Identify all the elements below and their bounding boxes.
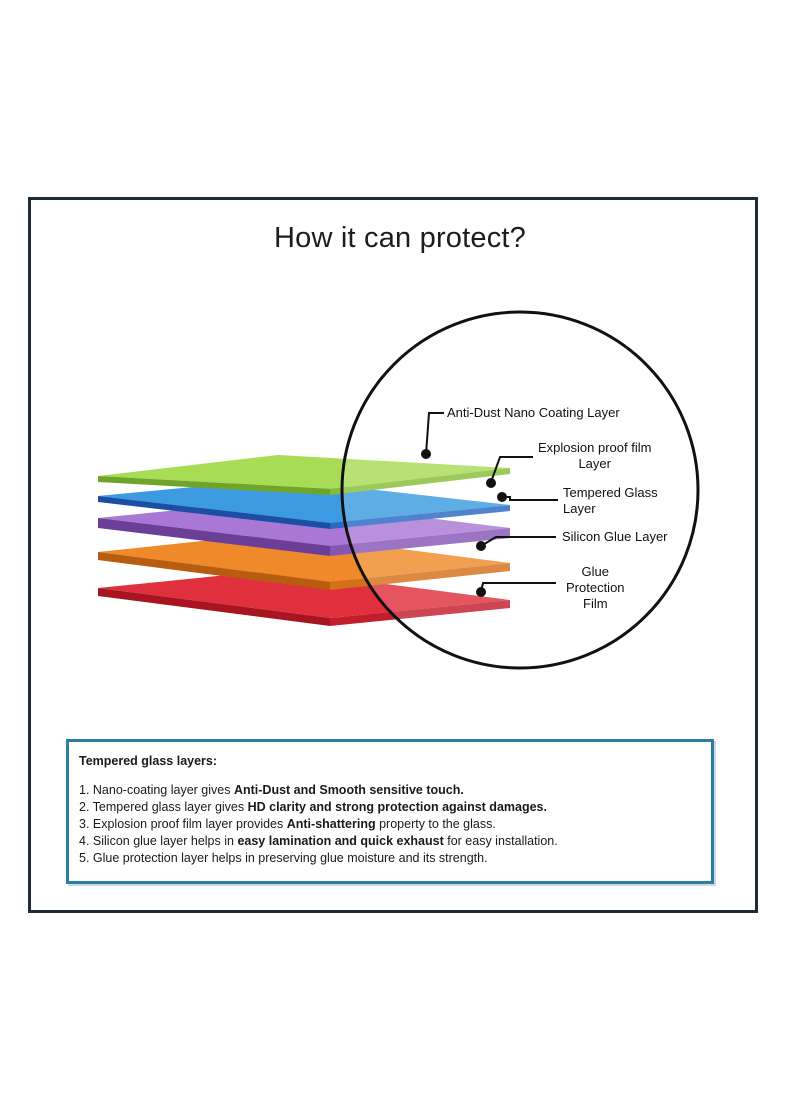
list-item: 3. Explosion proof film layer provides A… — [79, 817, 496, 831]
magnifier-circle — [340, 310, 700, 670]
list-item: 1. Nano-coating layer gives Anti-Dust an… — [79, 783, 464, 797]
label-silicon-glue-layer: Silicon Glue Layer — [562, 529, 668, 544]
label-explosion-proof-layer: Explosion proof film Layer — [538, 440, 652, 471]
label-anti-dust-layer: Anti-Dust Nano Coating Layer — [447, 405, 620, 420]
explosion-proof-film-plate — [98, 479, 510, 529]
list-item: 2. Tempered glass layer gives HD clarity… — [79, 800, 547, 814]
info-heading: Tempered glass layers: — [79, 754, 218, 768]
page-title: How it can protect? — [273, 222, 527, 254]
label-glue-protection-film: Glue Protection Film — [566, 564, 625, 611]
callout-dots — [421, 449, 507, 597]
list-item: 4. Silicon glue layer helps in easy lami… — [79, 834, 558, 848]
list-item: 5. Glue protection layer helps in preser… — [79, 851, 488, 865]
label-tempered-glass-layer: Tempered Glass Layer — [563, 485, 658, 516]
info-list: 1. Nano-coating layer gives Anti-Dust an… — [79, 782, 701, 867]
anti-dust-coating-plate — [98, 455, 510, 495]
silicon-glue-plate — [98, 533, 510, 590]
glue-protection-film-plate — [98, 570, 510, 626]
info-box: Tempered glass layers: 1. Nano-coating l… — [66, 739, 714, 884]
layer-stack — [98, 455, 510, 626]
